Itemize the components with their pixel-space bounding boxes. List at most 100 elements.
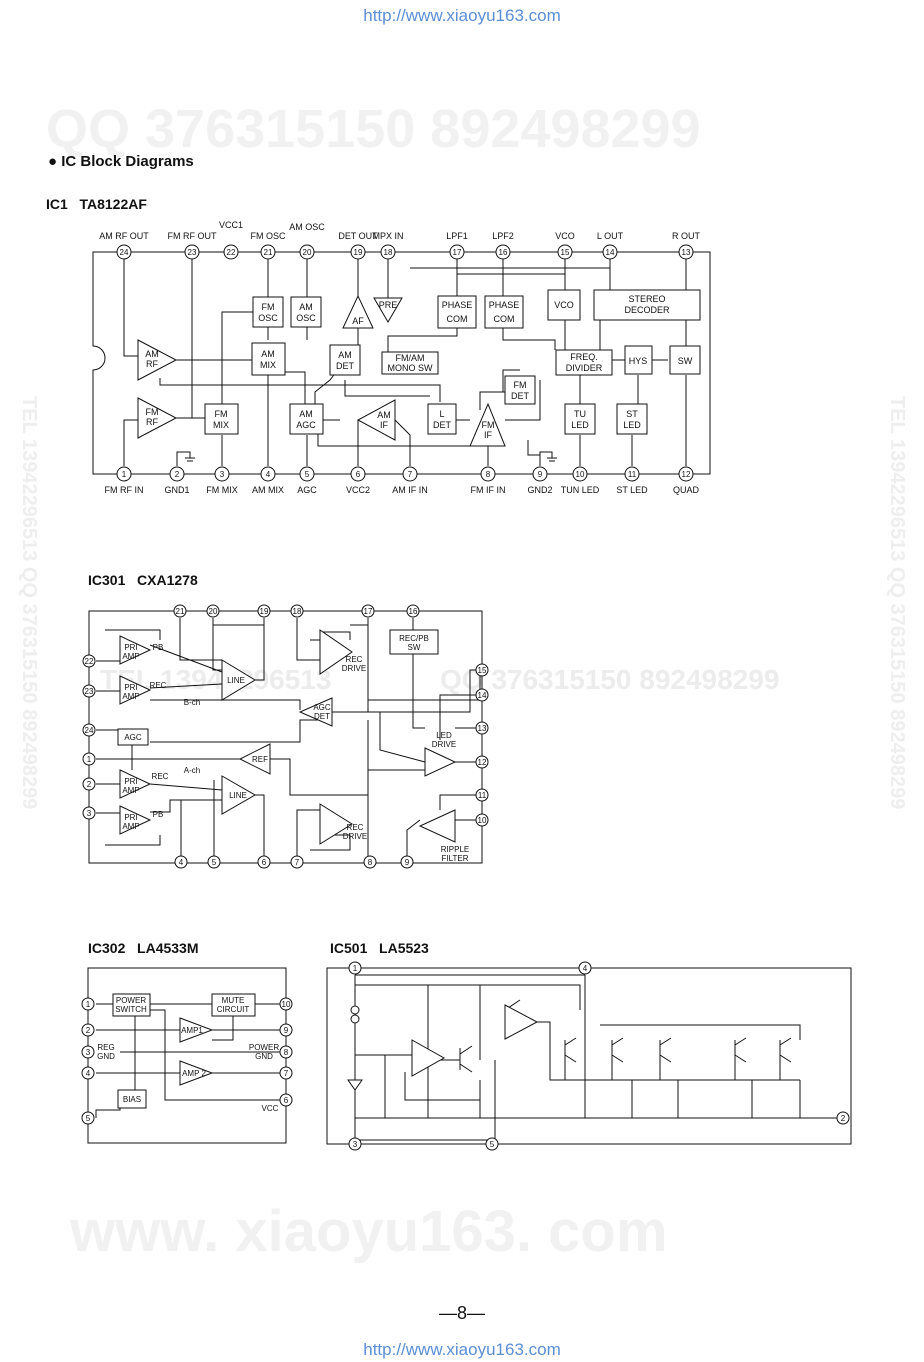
ic1-pin-4-number: 4 [266,470,271,479]
ic1-pin-11: 11 [624,466,640,482]
ic301-ref [238,743,271,775]
ic301-pin-8-number: 8 [368,858,373,867]
ic1-pin-22: 22 [223,244,239,260]
ic301-recpb-sw-block [389,629,439,655]
ic1-pin-label-7: AM IF IN [392,485,428,495]
ic1-pin-18-number: 18 [384,248,393,257]
ic302-power-l2: SWITCH [115,1005,147,1014]
ic301-pin-6-number: 6 [262,858,267,867]
ic1-pin-label-6: VCC2 [346,485,370,495]
ic501-transistors [459,1037,792,1073]
ic301-pri-amp-rec-bottom [119,769,152,799]
ic301-recdrv1-l2: DRIVE [342,664,366,673]
ic1-pin-label-4: AM MIX [252,485,284,495]
ic501-constant-current-lower [350,1014,360,1024]
ic1-pin-label-12: QUAD [673,485,700,495]
ic301-pin-2-number: 2 [87,780,92,789]
ic1-fm-osc-l1: FM [262,302,275,312]
ic301-pri1-l2: AMP [122,652,139,661]
ic301-pri3-l1: PRI [124,777,137,786]
ic302-pin-8: 8 [279,1045,293,1059]
ic1-am-det-block [329,344,361,376]
ic302-amp1-label: AMP1 [181,1026,203,1035]
ic1-am-mix-block [251,342,286,376]
ic1-pin-8: 8 [480,466,496,482]
ic302-reg-l1: REG [97,1043,114,1052]
ic301-pin-20-number: 20 [209,607,218,616]
ic1-pin-3-number: 3 [220,470,225,479]
ic302-mute-l2: CIRCUIT [217,1005,250,1014]
ic301-pb-top: PB [153,643,164,652]
ic1-pin-5: 5 [299,466,315,482]
ic1-pin-label-2: GND1 [164,485,189,495]
ic1-fm-if-l2: IF [484,430,493,440]
ic301-pin-4-number: 4 [179,858,184,867]
ic1-pin-label-8: FM IF IN [471,485,506,495]
ic302-pin-9: 9 [279,1023,293,1037]
ic1-phase2-l2: COM [494,314,515,324]
ic301-pin-23-number: 23 [85,687,94,696]
ic301-pin-5: 5 [207,855,221,869]
ic1-pin-label-1: FM RF IN [105,485,144,495]
ic302-mute-l1: MUTE [222,996,245,1005]
ic1-pin-label-22: VCC1 [219,220,243,230]
ic1-pin-24-number: 24 [120,248,129,257]
ic1-pin-23-number: 23 [188,248,197,257]
ic1-pin-label-15: VCO [555,231,575,241]
ic301-pin-13-number: 13 [478,724,487,733]
ic301-pin-19-number: 19 [260,607,269,616]
ic1-pin-2-number: 2 [175,470,180,479]
ic1-fm-det-block [504,375,536,405]
ic1-am-osc-l2: OSC [296,313,316,323]
ic1-part: TA8122AF [79,196,147,212]
ic301-pin-15-number: 15 [478,666,487,675]
ic1-pin-10: 10 [572,466,588,482]
ic302-pin-7-number: 7 [284,1069,289,1078]
ic301-pb-bottom: PB [153,810,164,819]
ic1-fm-if-l1: FM [482,420,495,430]
ic1-am-mix-l2: MIX [260,360,276,370]
ic1-fm-mix-block [204,403,239,435]
ic1-pin-12-number: 12 [682,470,691,479]
ic301-led-l1: LED [436,731,452,740]
ic302-power-switch-block [112,993,151,1017]
ic1-am-if-amp [356,399,396,441]
bottom-url[interactable]: http://www.xiaoyu163.com [363,1340,561,1359]
ic1-stereo-l1: STEREO [628,294,665,304]
ic1-l-det-l1: L [439,409,444,419]
ic1-pin-14-number: 14 [606,248,615,257]
ic301-pin-24-number: 24 [85,726,94,735]
ic301-pin-3-number: 3 [87,809,92,818]
ic1-pin-13-number: 13 [682,248,691,257]
ic1-st-led-l1: ST [626,409,638,419]
ic1-am-det-l1: AM [338,350,352,360]
ic301-pri-amp-pb-bottom [119,805,152,835]
ic302-amp2-label: AMP 2 [182,1069,206,1078]
ic1-pin-label-3: FM MIX [206,485,238,495]
ic1-phase-com-1 [437,295,477,329]
ic1-am-agc-block [289,403,324,435]
ic501-constant-current-upper [350,1005,360,1015]
ic1-pin-2: 2 [169,466,185,482]
ic1-pin-11-number: 11 [628,470,637,479]
ic1-pin-9: 9 [532,466,548,482]
ic1-phase1-l2: COM [447,314,468,324]
ic1-pin-12: 12 [678,466,694,482]
ic301-pin-23: 23 [82,684,96,698]
ic301-rec-drive-top [319,629,353,675]
ic302-pin-6-number: 6 [284,1096,289,1105]
ic501-label: IC501 [330,940,368,956]
ic1-am-if-l1: AM [377,410,391,420]
ic301-pin-10-number: 10 [478,816,487,825]
ic302-pgnd-l2: GND [255,1052,273,1061]
ic1-freq-l2: DIVIDER [566,363,603,373]
ic1-pin-label-21: FM OSC [251,231,286,241]
watermark-bottom: www. xiaoyu163. com [70,1199,668,1264]
top-url[interactable]: http://www.xiaoyu163.com [363,6,561,25]
ic302-bias-label: BIAS [123,1095,141,1104]
ic1-pin-8-number: 8 [486,470,491,479]
ic501-pin-1-number: 1 [353,964,358,973]
ic301-ripple-filter [418,809,456,843]
ic1-pin-3: 3 [214,466,230,482]
